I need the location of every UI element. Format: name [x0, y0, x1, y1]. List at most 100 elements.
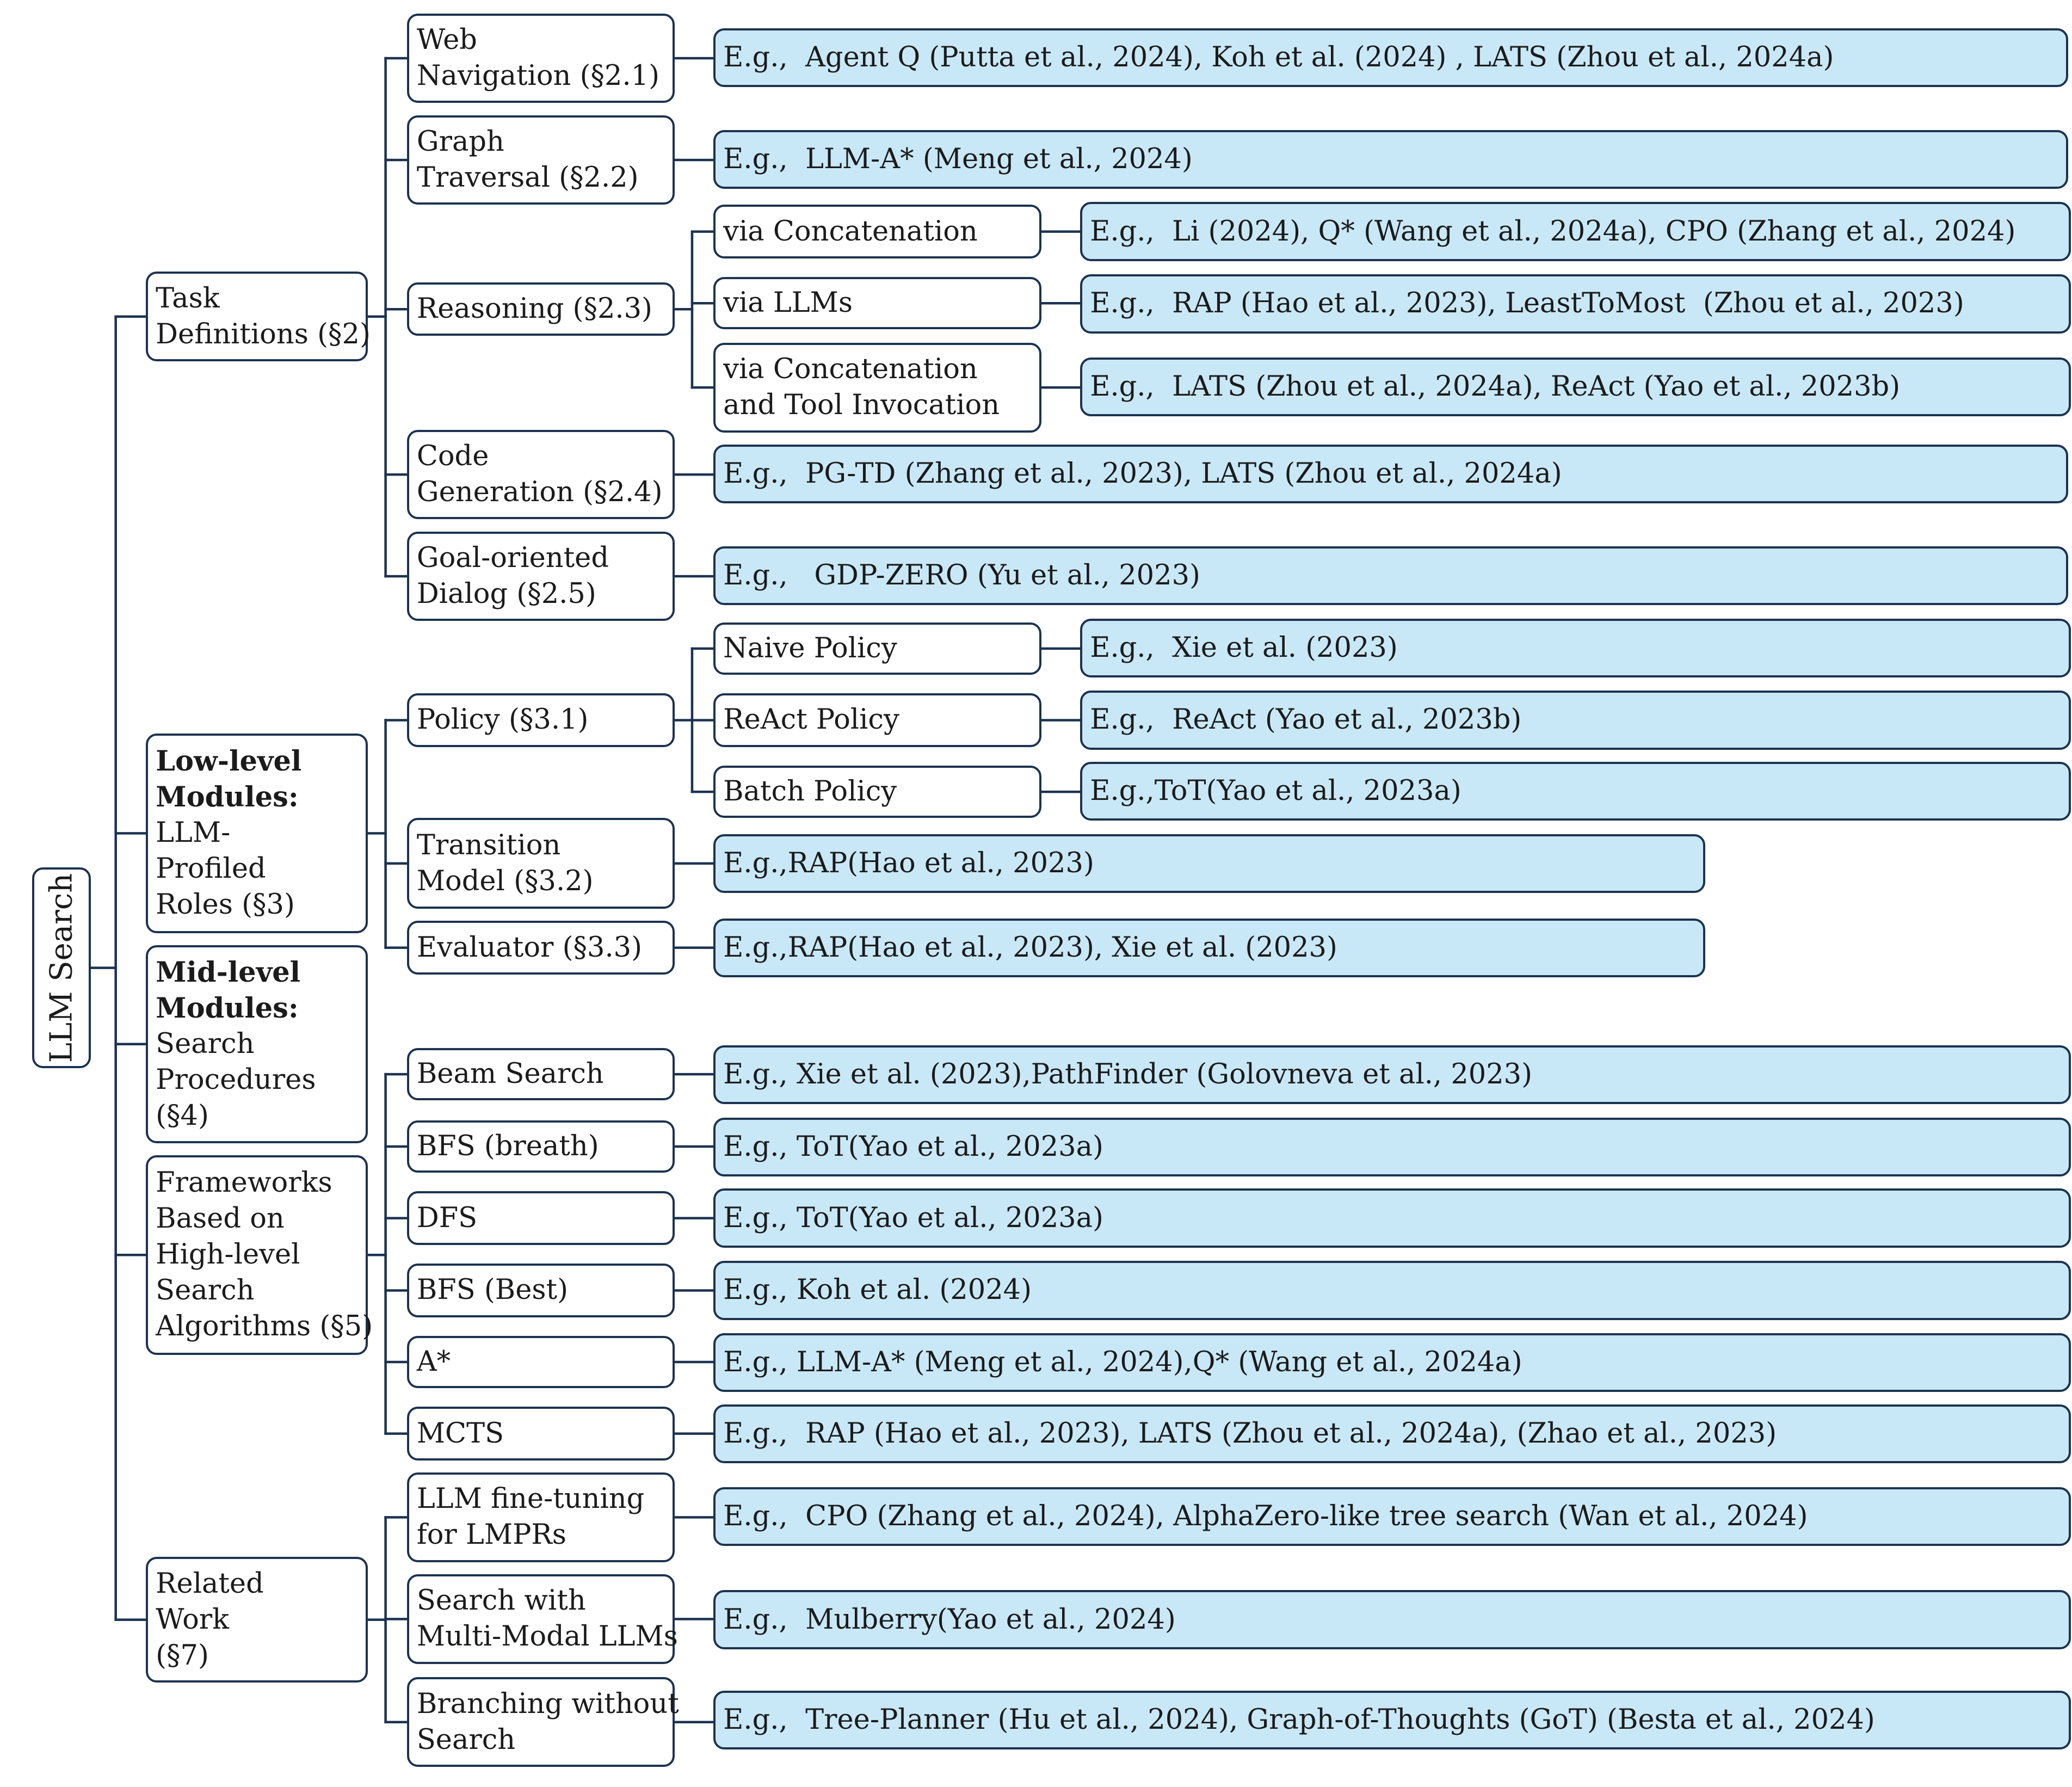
example-dialog: E.g., GDP-ZERO (Yu et al., 2023): [713, 546, 2068, 605]
node-text-line: Reasoning (§2.3): [416, 293, 652, 325]
example-text: E.g., Xie et al. (2023): [1090, 631, 1398, 664]
node-text-line: Batch Policy: [723, 775, 897, 808]
node-text-line: Search: [416, 1723, 516, 1756]
node-text-line: for LMPRs: [416, 1519, 566, 1551]
node-text-line: BFS (breath): [416, 1130, 599, 1162]
node-text-line: Code: [416, 440, 489, 473]
node-text-line: Frameworks: [156, 1167, 332, 1199]
node-text-line: ReAct Policy: [723, 704, 899, 736]
example-text: E.g., LLM-A* (Meng et al., 2024),Q* (Wan…: [723, 1346, 1522, 1379]
node-text-line: via LLMs: [723, 287, 853, 319]
node-reasoning: Reasoning (§2.3): [406, 282, 675, 336]
node-text-line: Based on: [156, 1203, 285, 1235]
example-evaluator: E.g.,RAP(Hao et al., 2023), Xie et al. (…: [713, 918, 1706, 977]
example-text: E.g., Li (2024), Q* (Wang et al., 2024a)…: [1090, 215, 2016, 248]
node-text-line: Work: [156, 1603, 230, 1636]
example-via-concat: E.g., Li (2024), Q* (Wang et al., 2024a)…: [1080, 202, 2071, 261]
example-code: E.g., PG-TD (Zhang et al., 2023), LATS (…: [713, 444, 2068, 503]
node-text-line: Search with: [416, 1585, 586, 1617]
node-bold-line: Low-level: [156, 745, 302, 778]
node-astar: A*: [406, 1336, 675, 1389]
node-text-line: Goal-oriented: [416, 542, 609, 575]
example-text: E.g., GDP-ZERO (Yu et al., 2023): [723, 559, 1200, 591]
node-text-line: Evaluator (§3.3): [416, 931, 643, 964]
node-text-line: via Concatenation: [723, 215, 978, 248]
node-text-line: BFS (Best): [416, 1274, 568, 1307]
example-multimodal: E.g., Mulberry(Yao et al., 2024): [713, 1590, 2071, 1649]
node-text-line: Dialog (§2.5): [416, 578, 596, 611]
node-text-line: Branching without: [416, 1687, 679, 1720]
node-beam: Beam Search: [406, 1048, 675, 1101]
node-text-line: Profiled: [156, 853, 266, 885]
node-naive: Naive Policy: [713, 622, 1041, 675]
node-text-line: Algorithms (§5): [156, 1310, 373, 1343]
example-text: E.g., RAP (Hao et al., 2023), LeastToMos…: [1090, 287, 1964, 320]
node-text-line: High-level: [156, 1238, 300, 1271]
node-text-line: Transition: [416, 829, 561, 861]
node-text-line: and Tool Invocation: [723, 389, 1000, 422]
example-via-tool: E.g., LATS (Zhou et al., 2024a), ReAct (…: [1080, 357, 2071, 417]
node-via-concat: via Concatenation: [713, 205, 1041, 258]
node-policy: Policy (§3.1): [406, 693, 675, 747]
example-text: E.g., ToT(Yao et al., 2023a): [723, 1131, 1103, 1163]
example-batch: E.g.,ToT(Yao et al., 2023a): [1080, 761, 2071, 821]
example-text: E.g., Xie et al. (2023),PathFinder (Golo…: [723, 1058, 1533, 1091]
node-text-line: Naive Policy: [723, 632, 897, 664]
node-text-line: (§4): [156, 1099, 209, 1132]
example-naive: E.g., Xie et al. (2023): [1080, 618, 2071, 677]
node-text-line: Search: [156, 1027, 255, 1060]
node-text-line: Task: [156, 282, 220, 315]
node-dfs: DFS: [406, 1191, 675, 1245]
node-text-line: LLM fine-tuning: [416, 1483, 645, 1515]
node-bfs-best: BFS (Best): [406, 1264, 675, 1317]
example-text: E.g.,ToT(Yao et al., 2023a): [1090, 774, 1461, 807]
root-node: LLM Search: [32, 867, 91, 1069]
node-text-line: A*: [416, 1346, 451, 1378]
node-evaluator: Evaluator (§3.3): [406, 921, 675, 975]
example-mcts: E.g., RAP (Hao et al., 2023), LATS (Zhou…: [713, 1404, 2071, 1463]
example-text: E.g.,RAP(Hao et al., 2023): [723, 847, 1094, 879]
node-text-line: Traversal (§2.2): [416, 161, 639, 194]
node-via-llms: via LLMs: [713, 277, 1041, 330]
node-text-line: Generation (§2.4): [416, 476, 663, 509]
example-text: E.g., CPO (Zhang et al., 2024), AlphaZer…: [723, 1500, 1808, 1533]
example-dfs: E.g., ToT(Yao et al., 2023a): [713, 1188, 2071, 1248]
example-text: E.g., LLM-A* (Meng et al., 2024): [723, 143, 1193, 175]
example-text: E.g., Tree-Planner (Hu et al., 2024), Gr…: [723, 1704, 1875, 1736]
example-text: E.g., Koh et al. (2024): [723, 1274, 1032, 1307]
node-text-line: Procedures: [156, 1063, 316, 1096]
example-finetune: E.g., CPO (Zhang et al., 2024), AlphaZer…: [713, 1487, 2071, 1546]
example-branching: E.g., Tree-Planner (Hu et al., 2024), Gr…: [713, 1690, 2071, 1750]
node-text-line: (§7): [156, 1639, 209, 1672]
node-text-line: Related: [156, 1567, 264, 1600]
node-text-line: Policy (§3.1): [416, 704, 589, 736]
node-react: ReAct Policy: [713, 693, 1041, 747]
node-bold-line: Modules:: [156, 991, 299, 1025]
example-text: E.g., RAP (Hao et al., 2023), LATS (Zhou…: [723, 1417, 1777, 1450]
node-text-line: DFS: [416, 1201, 478, 1234]
example-astar: E.g., LLM-A* (Meng et al., 2024),Q* (Wan…: [713, 1333, 2071, 1392]
example-beam: E.g., Xie et al. (2023),PathFinder (Golo…: [713, 1045, 2071, 1105]
node-text-line: Navigation (§2.1): [416, 60, 660, 92]
root-label: LLM Search: [44, 873, 79, 1063]
example-text: E.g., Mulberry(Yao et al., 2024): [723, 1603, 1176, 1636]
example-text: E.g.,RAP(Hao et al., 2023), Xie et al. (…: [723, 931, 1337, 964]
node-mcts: MCTS: [406, 1407, 675, 1461]
node-text-line: Beam Search: [416, 1058, 604, 1090]
example-text: E.g., PG-TD (Zhang et al., 2023), LATS (…: [723, 457, 1562, 490]
node-text-line: Search: [156, 1274, 255, 1307]
node-text-line: LLM-: [156, 817, 231, 849]
